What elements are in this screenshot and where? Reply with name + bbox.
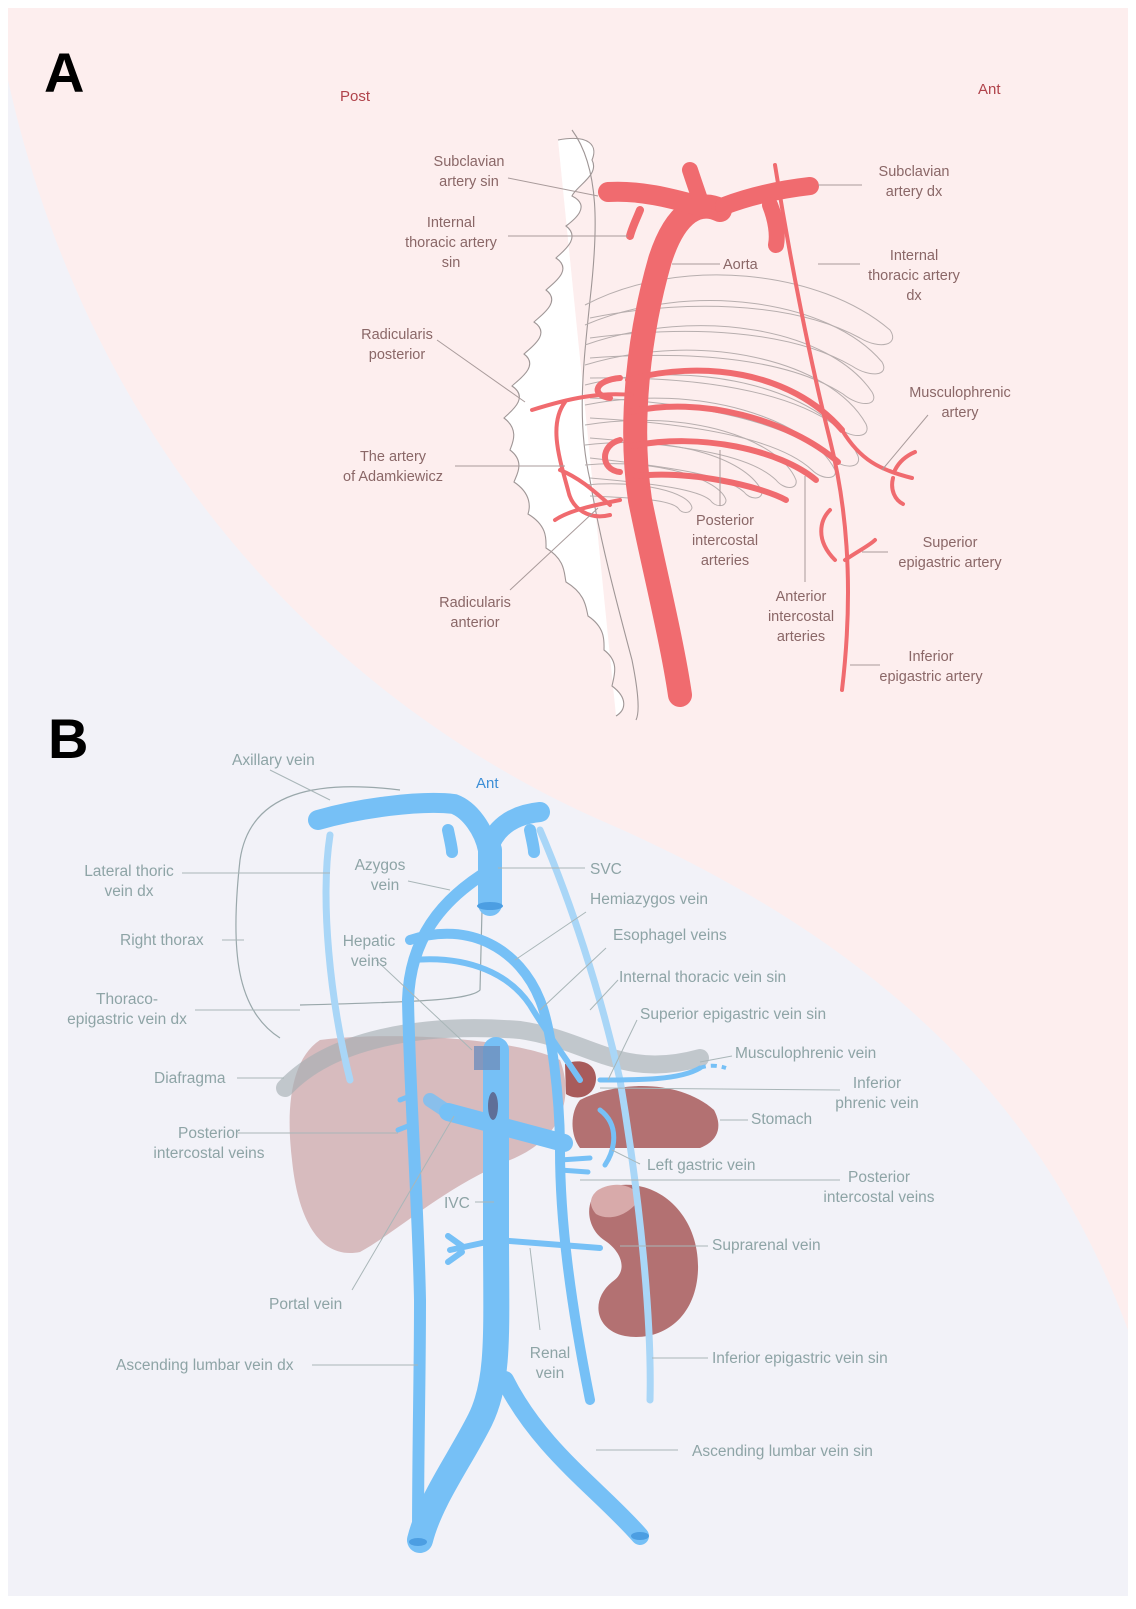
portal-vein-end	[430, 1100, 448, 1112]
label-internal-thoracic-vein-sin: Internal thoracic vein sin	[619, 969, 786, 986]
label-aorta: Aorta	[723, 257, 759, 273]
anterior-direction-label-b: Ant	[476, 775, 499, 792]
label-ivc: IVC	[444, 1195, 470, 1212]
label-svc: SVC	[590, 861, 622, 878]
label-superior-epigastric-vein-sin: Superior epigastric vein sin	[640, 1006, 826, 1023]
ascending-lumbar-dx-opening	[409, 1538, 427, 1546]
label-left-gastric-vein: Left gastric vein	[647, 1157, 756, 1174]
label-suprarenal-vein: Suprarenal vein	[712, 1237, 821, 1254]
label-inferior-epigastric-vein-sin: Inferior epigastric vein sin	[712, 1350, 888, 1367]
left-iliac-opening	[631, 1532, 649, 1540]
label-musculophrenic-vein: Musculophrenic vein	[735, 1045, 876, 1062]
svc-opening	[477, 902, 503, 910]
hepatic-vein-opening	[488, 1092, 498, 1120]
label-esophagel-veins: Esophagel veins	[613, 927, 727, 944]
musculophrenic-vein-vessel	[700, 1066, 726, 1068]
label-axillary-vein: Axillary vein	[232, 752, 315, 769]
panel-a-letter: A	[44, 41, 84, 104]
label-stomach: Stomach	[751, 1111, 812, 1128]
label-diafragma: Diafragma	[154, 1070, 226, 1087]
panel-b-letter: B	[48, 707, 88, 770]
hepatic-veins-junction	[474, 1046, 500, 1070]
label-right-thorax: Right thorax	[120, 932, 204, 949]
label-portal-vein: Portal vein	[269, 1296, 342, 1313]
label-ascending-lumbar-vein-dx: Ascending lumbar vein dx	[116, 1357, 294, 1374]
posterior-direction-label: Post	[340, 88, 371, 105]
label-hemiazygos-vein: Hemiazygos vein	[590, 891, 708, 908]
brachiocephalic-branch-vessel	[770, 205, 777, 245]
label-ascending-lumbar-vein-sin: Ascending lumbar vein sin	[692, 1443, 873, 1460]
anterior-direction-label: Ant	[978, 81, 1001, 98]
